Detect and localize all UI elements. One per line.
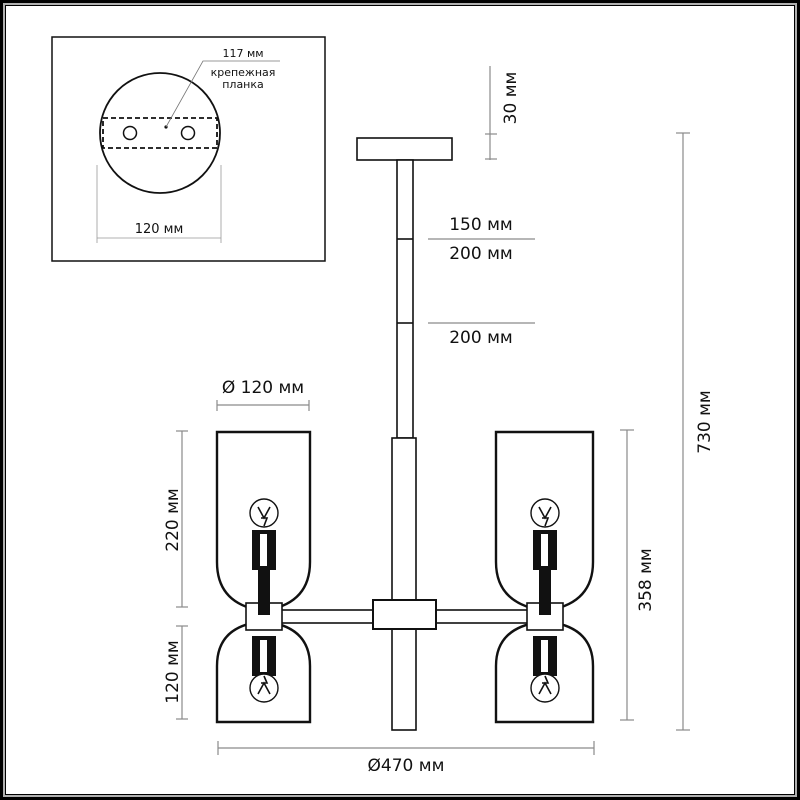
upper-shade-height-label: 220 мм [163, 488, 183, 552]
right-upper-stem [539, 570, 551, 615]
total-height-label: 730 мм [695, 390, 715, 454]
mounting-bracket [102, 117, 218, 149]
dimension-lines [176, 66, 690, 755]
left-upper-socket-slot [260, 534, 267, 566]
rod-upper [396, 159, 414, 439]
left-upper-bulb [249, 498, 279, 528]
left-upper-filament [257, 506, 271, 527]
left-lamp [215, 430, 312, 724]
screw-hole-right [180, 125, 196, 141]
frame-gap [3, 3, 797, 797]
left-lower-bulb [249, 673, 279, 703]
central-body [391, 437, 417, 731]
inner-frame [5, 5, 795, 795]
bracket-label-line1: крепежная [211, 66, 276, 79]
rod-seg-2-label: 200 мм [449, 244, 513, 264]
bracket-leader-line [165, 60, 280, 128]
lower-shade-height-label: 120 мм [163, 640, 183, 704]
left-lower-filament [257, 675, 271, 695]
right-upper-bulb [530, 498, 560, 528]
bracket-length-label: 117 мм [222, 47, 263, 60]
right-lower-filament [538, 675, 552, 695]
canopy-diameter-label: 120 мм [135, 222, 184, 237]
arm-assembly-height-label: 358 мм [636, 548, 656, 612]
right-lower-bulb [530, 673, 560, 703]
canopy-height-label: 30 мм [501, 72, 521, 125]
right-lamp [494, 430, 595, 724]
rod-seg-3-label: 200 мм [449, 328, 513, 348]
left-lower-socket-slot [260, 640, 267, 672]
right-upper-filament [538, 506, 552, 527]
canopy [356, 137, 453, 161]
rod-seg-1-label: 150 мм [449, 215, 513, 235]
inset-box [51, 36, 326, 262]
canopy-circle [99, 72, 221, 194]
canopy-inset: 117 мм крепежная планка 120 мм [51, 36, 326, 262]
screw-hole-left [122, 125, 138, 141]
shade-diameter-label: Ø 120 мм [222, 378, 304, 398]
right-upper-socket-slot [541, 534, 548, 566]
bracket-label-line2: планка [222, 78, 264, 91]
fixture [277, 137, 531, 731]
central-hub [372, 599, 437, 630]
left-upper-stem [258, 570, 270, 615]
dimension-labels: 30 мм 150 мм 200 мм 200 мм 730 мм Ø 120 … [163, 72, 715, 776]
total-diameter-label: Ø470 мм [368, 756, 445, 776]
right-lower-socket-slot [541, 640, 548, 672]
